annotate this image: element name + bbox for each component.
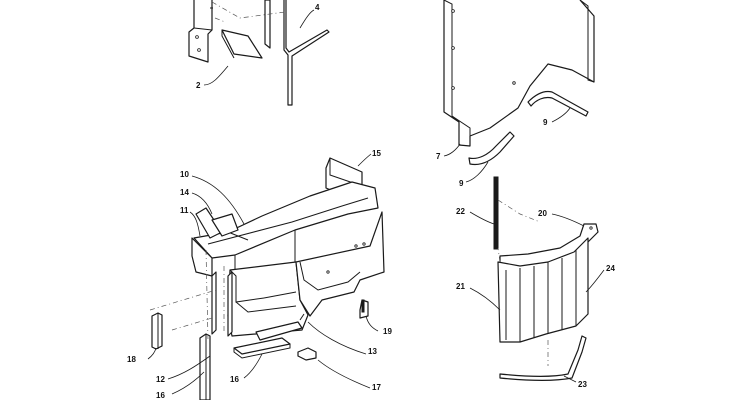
callout-4: 4 [315,3,320,12]
callout-24: 24 [606,264,615,273]
leader-line [317,359,371,389]
part-2-plate [221,29,263,59]
part-top-left-bracket [188,0,213,63]
leader-line [147,347,157,360]
callout-23: 23 [578,380,587,389]
axis-line [171,317,213,331]
part-23-trim [499,335,587,381]
callout-17: 17 [372,383,381,392]
axis-line [497,199,541,223]
leader-line [365,315,379,332]
leader-line [469,287,501,311]
leader-line [551,107,571,123]
part-22-seal [493,176,499,250]
callout-20: 20 [538,209,547,218]
part-9-trim-upper [527,90,589,117]
leader-line [469,211,495,225]
leader-line [167,355,211,380]
part-9-trim-lower [468,131,515,166]
part-21-shroud [497,237,589,343]
callout-19: 19 [383,327,392,336]
leader-line [189,211,201,237]
callout-12: 12 [156,375,165,384]
callout-16: 16 [230,375,239,384]
callout-10: 10 [180,170,189,179]
callout-11: 11 [180,206,189,215]
part-19-clip [359,299,369,319]
callout-22: 22 [456,207,465,216]
callout-9: 9 [543,118,548,127]
callout-7: 7 [436,152,441,161]
leader-line [299,9,315,29]
part-13-strip [255,313,305,341]
leader-line [191,192,213,215]
part-16-strip [233,337,291,359]
part-17-clip [297,347,317,361]
callout-13: 13 [368,347,377,356]
part-18-post [151,312,163,350]
callout-14: 14 [180,188,189,197]
axis-line [211,1,286,19]
axis-line [497,247,501,263]
axis-line [214,17,226,23]
leader-line [563,375,577,383]
leader-line [191,175,245,225]
leader-line [171,371,205,395]
leader-line [357,153,372,167]
leader-line [307,321,367,355]
part-7-fender-panel [443,0,595,147]
part-11-corner-plate [191,237,213,277]
leader-line [203,65,229,86]
part-11-post [211,271,233,337]
callout-18: 18 [127,355,136,364]
part-12-post [199,333,211,400]
callout-21: 21 [456,282,465,291]
axis-line [149,289,217,311]
part-14-bracket [195,207,239,239]
part-4-hook [264,0,330,106]
callout-16: 16 [156,391,165,400]
part-10-upper-frame [193,181,379,276]
part-center-right-wall [295,211,385,317]
leader-line [243,353,263,379]
leader-line [465,161,489,183]
leader-line [551,213,585,227]
callout-2: 2 [196,81,201,90]
leader-line [585,269,605,293]
callout-15: 15 [372,149,381,158]
callout-9: 9 [459,179,464,188]
leader-line [443,143,461,157]
axis-line [205,249,209,341]
